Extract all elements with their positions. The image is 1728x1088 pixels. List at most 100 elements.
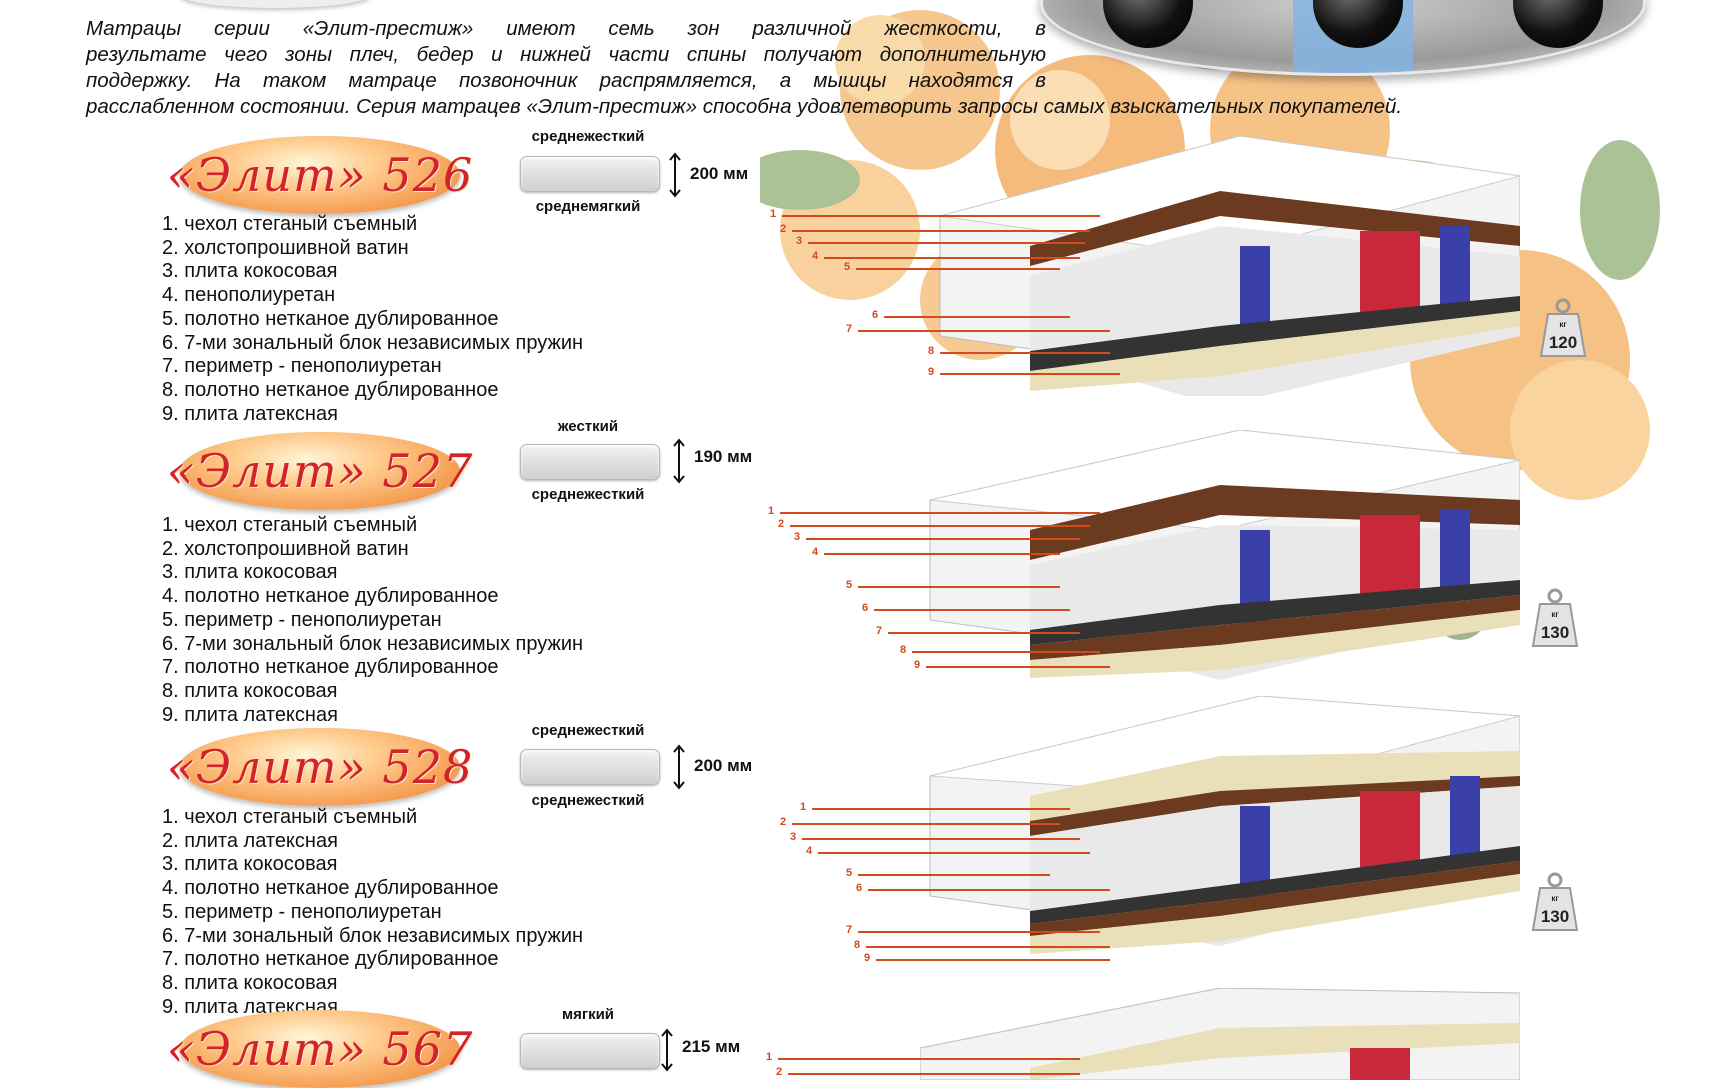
height-value: 200 мм	[690, 164, 749, 183]
model-badge: «Элит» 526	[167, 136, 472, 214]
max-weight-icon: кг 120	[1538, 298, 1588, 358]
callout-number: 4	[812, 546, 819, 558]
weight-unit: кг	[1551, 610, 1559, 619]
height-arrow-icon	[669, 152, 681, 198]
intro-line: результате чего зоны плеч, бедер и нижне…	[86, 43, 1046, 66]
callout-number: 9	[864, 952, 871, 964]
weight-icon	[1539, 298, 1587, 357]
list-item: 5. периметр - пенополиуретан	[162, 900, 442, 923]
intro-line: поддержку. На таком матраце позвоночник …	[86, 69, 1046, 92]
callout-line	[824, 553, 1060, 555]
mattress-cutaway-image	[939, 136, 1520, 396]
callout-number: 3	[796, 235, 803, 247]
firmness-top-label: мягкий	[561, 1006, 615, 1023]
callout-number: 8	[900, 644, 907, 656]
intro-paragraph: Матрацы серии «Элит-престиж» имеют семь …	[86, 16, 1606, 120]
firmness-bottom-label: среднемягкий	[535, 198, 641, 215]
callout-line	[858, 874, 1050, 876]
firmness-bottom-label: среднежесткий	[531, 792, 645, 809]
callout-number: 7	[876, 625, 883, 637]
height-value: 200 мм	[694, 756, 753, 775]
layer-list: 1. чехол стеганый съемный 2. плита латек…	[162, 806, 583, 1019]
firmness-indicator	[520, 156, 660, 192]
callout-line	[874, 609, 1070, 611]
list-item: 1. чехол стеганый съемный	[162, 806, 418, 828]
callout-number: 3	[790, 831, 797, 843]
callout-number: 6	[856, 882, 863, 894]
height-value: 215 мм	[682, 1037, 741, 1056]
firmness-indicator	[520, 1033, 660, 1069]
firmness-top-label: жесткий	[557, 418, 619, 435]
mattress-cutaway-image	[929, 430, 1520, 680]
top-decorative-pill	[180, 0, 370, 8]
callout-number: 6	[862, 602, 869, 614]
list-item: 9. плита латексная	[162, 402, 338, 425]
weight-value: 130	[1540, 623, 1570, 642]
list-item: 7. полотно нетканое дублированное	[162, 656, 499, 679]
list-item: 8. плита кокосовая	[162, 679, 338, 702]
callout-number: 5	[846, 867, 853, 879]
model-badge: «Элит» 567	[167, 1010, 472, 1088]
firmness-top-label: среднежесткий	[531, 128, 645, 145]
callout-line	[856, 268, 1060, 270]
callout-number: 1	[766, 1051, 773, 1063]
list-item: 2. плита латексная	[162, 829, 338, 852]
height-arrow-icon	[673, 438, 685, 484]
callout-line	[780, 512, 1100, 514]
callout-line	[792, 823, 1060, 825]
callout-line	[858, 931, 1100, 933]
callout-line	[868, 889, 1110, 891]
callout-line	[808, 242, 1085, 244]
model-name: «Элит» 527	[166, 444, 474, 498]
list-item: 7. периметр - пенополиуретан	[162, 355, 442, 378]
height-arrow-icon	[661, 1028, 673, 1072]
callout-line	[940, 373, 1120, 375]
list-item: 4. полотно нетканое дублированное	[162, 877, 499, 900]
list-item: 5. полотно нетканое дублированное	[162, 307, 499, 330]
model-name: «Элит» 567	[166, 1022, 474, 1076]
callout-number: 2	[778, 518, 785, 530]
model-badge: «Элит» 528	[167, 728, 472, 806]
max-weight-icon: кг 130	[1530, 588, 1580, 648]
mattress-cutaway-image	[929, 696, 1520, 954]
callout-line	[802, 838, 1080, 840]
list-item: 8. полотно нетканое дублированное	[162, 378, 499, 401]
list-item: 1. чехол стеганый съемный	[162, 514, 418, 536]
callout-line	[806, 538, 1080, 540]
callout-number: 5	[844, 261, 851, 273]
callout-number: 3	[794, 531, 801, 543]
callout-number: 6	[872, 309, 879, 321]
list-item: 2. холстопрошивной ватин	[162, 537, 409, 560]
callout-number: 5	[846, 579, 853, 591]
model-name: «Элит» 526	[166, 148, 474, 202]
callout-number: 2	[780, 816, 787, 828]
callout-number: 2	[780, 223, 787, 235]
list-item: 2. холстопрошивной ватин	[162, 236, 409, 259]
layer-list: 1. чехол стеганый съемный 2. холстопроши…	[162, 213, 583, 426]
list-item: 4. полотно нетканое дублированное	[162, 585, 499, 608]
height-value: 190 мм	[694, 447, 753, 466]
list-item: 4. пенополиуретан	[162, 284, 336, 307]
callout-line	[792, 230, 1090, 232]
callout-line	[812, 808, 1070, 810]
intro-line: расслабленном состоянии. Серия матрацев …	[86, 95, 1403, 118]
callout-line	[788, 1073, 1080, 1075]
list-item: 7. полотно нетканое дублированное	[162, 948, 499, 971]
callout-line	[888, 632, 1080, 634]
callout-number: 1	[800, 801, 807, 813]
firmness-bottom-label: среднежесткий	[531, 486, 645, 503]
model-name: «Элит» 528	[166, 740, 474, 794]
weight-unit: кг	[1559, 320, 1567, 329]
callout-number: 9	[914, 659, 921, 671]
model-badge: «Элит» 527	[167, 432, 472, 510]
list-item: 3. плита кокосовая	[162, 561, 338, 584]
callout-line	[824, 257, 1080, 259]
callout-number: 7	[846, 323, 853, 335]
callout-line	[940, 352, 1110, 354]
callout-line	[884, 316, 1070, 318]
max-weight-icon: кг 130	[1530, 872, 1580, 932]
callout-number: 1	[768, 505, 775, 517]
weight-icon	[1531, 872, 1579, 931]
callout-number: 1	[770, 208, 777, 220]
callout-number: 2	[776, 1066, 783, 1078]
